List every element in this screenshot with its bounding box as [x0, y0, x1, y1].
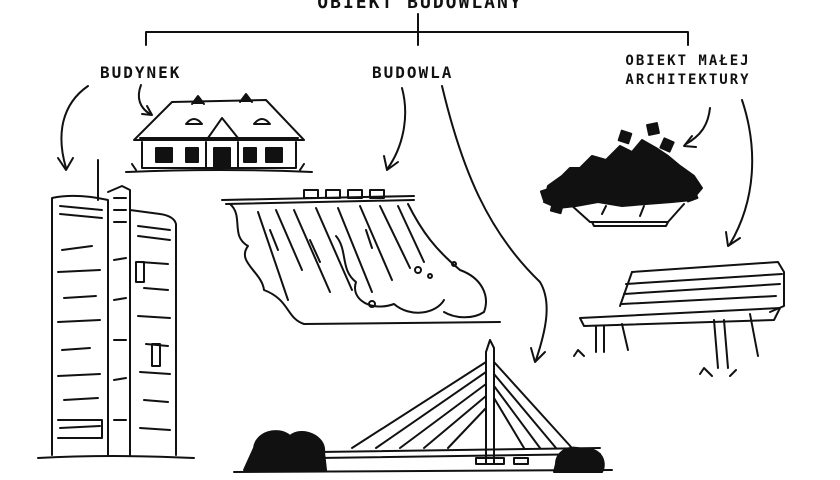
arrow-head: [58, 158, 73, 170]
arrow-head: [531, 348, 545, 362]
diagram-title: OBIEKT BUDOWLANY: [317, 0, 523, 13]
arrow-oma-to-planter: [686, 108, 710, 144]
arrow-budowla-to-bridge: [442, 86, 547, 360]
bridge-illustration: [234, 340, 612, 472]
category-label-obiekt-malej-architektury: OBIEKT MAŁEJ ARCHITEKTURY: [618, 52, 758, 90]
arrow-head: [142, 106, 152, 115]
planter-illustration: [541, 123, 702, 226]
arrow-budynek-to-house: [139, 85, 150, 114]
arrows: [58, 85, 752, 362]
office-tower-illustration: [38, 160, 194, 458]
arrow-oma-to-bench: [730, 100, 752, 244]
arrow-head: [684, 136, 696, 147]
hierarchy-connector: [146, 14, 688, 45]
arrow-head: [384, 156, 398, 170]
dam-illustration: [222, 190, 500, 324]
arrow-budynek-to-tower: [61, 86, 88, 168]
category-label-line-2: ARCHITEKTURY: [625, 72, 751, 88]
arrow-budowla-to-dam: [388, 88, 405, 168]
bench-illustration: [574, 262, 784, 376]
category-label-line-1: OBIEKT MAŁEJ: [625, 53, 751, 69]
category-label-budynek: BUDYNEK: [100, 63, 182, 82]
arrow-head: [726, 232, 740, 246]
category-label-budowla: BUDOWLA: [372, 63, 454, 82]
manor-house-illustration: [126, 94, 312, 172]
